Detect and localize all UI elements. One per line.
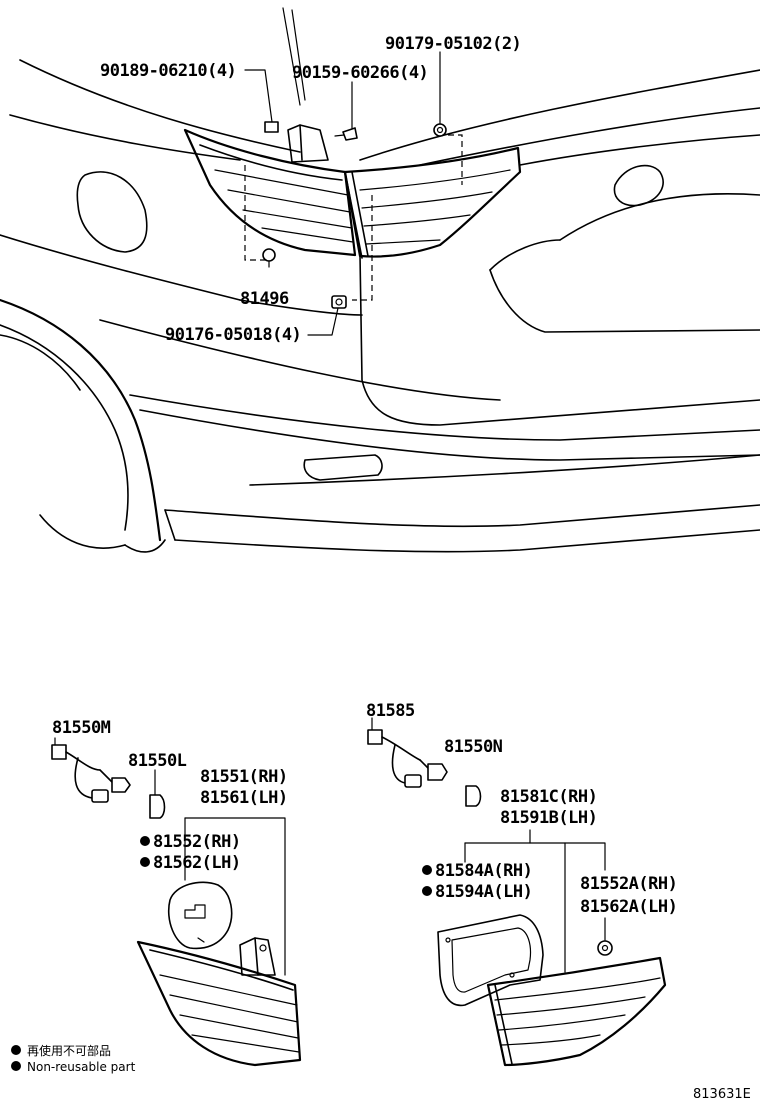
bulb-81550L-icon	[149, 769, 166, 819]
non-reusable-bullet-icon	[11, 1045, 21, 1055]
bulb-81550N-icon	[465, 785, 482, 807]
grommet-81552A-icon	[597, 940, 613, 956]
socket-icon	[111, 777, 131, 793]
tail-lamp-81551-icon	[136, 937, 302, 1067]
label-81551: 81551(RH)	[200, 767, 288, 787]
label-81550M: 81550M	[52, 718, 111, 738]
label-81562A: 81562A(LH)	[580, 897, 677, 917]
connector-icon	[51, 744, 67, 760]
leader-lines-top	[244, 51, 441, 336]
label-90179: 90179-05102(2)	[385, 34, 521, 54]
wire-harness-81550M	[51, 737, 131, 803]
installed-tail-light-left	[183, 124, 357, 257]
installed-tail-light-right	[343, 146, 522, 259]
label-81584A: 81584A(RH)	[435, 861, 532, 881]
label-90176: 90176-05018(4)	[165, 325, 301, 345]
label-81552: 81552(RH)	[153, 832, 241, 852]
drawing-code: 813631E	[693, 1087, 751, 1102]
nut-90176-icon	[331, 295, 347, 309]
connector-icon	[367, 729, 383, 745]
nut-90189-icon	[264, 121, 279, 133]
label-81581C: 81581C(RH)	[500, 787, 597, 807]
connector-icon	[91, 789, 109, 803]
label-81552A: 81552A(RH)	[580, 874, 677, 894]
non-reusable-bullet-icon	[140, 857, 150, 867]
tail-lamp-81581C-icon	[486, 956, 667, 1067]
connector-icon	[404, 774, 422, 788]
non-reusable-bullet-icon	[11, 1061, 21, 1071]
label-81585: 81585	[366, 701, 415, 721]
nut-90179-icon	[433, 123, 447, 137]
label-81496: 81496	[240, 289, 289, 309]
car-rear-body	[0, 7, 760, 553]
wire-harness-81585	[367, 717, 448, 788]
legend-en: Non-reusable part	[27, 1060, 136, 1074]
label-81550N: 81550N	[444, 737, 503, 757]
leader-bracket	[464, 842, 606, 871]
label-90189: 90189-06210(4)	[100, 61, 236, 81]
label-81591B: 81591B(LH)	[500, 808, 597, 828]
label-81561: 81561(LH)	[200, 788, 288, 808]
gasket-81584A-icon	[437, 914, 544, 1007]
non-reusable-bullet-icon	[422, 886, 432, 896]
legend: 再使用不可部品 Non-reusable part	[11, 1043, 136, 1074]
clip-81496-icon	[262, 248, 276, 268]
socket-icon	[427, 763, 448, 781]
legend-jp: 再使用不可部品	[27, 1043, 111, 1058]
gasket-81552-icon	[168, 881, 233, 950]
label-81562: 81562(LH)	[153, 853, 241, 873]
label-81550L: 81550L	[128, 751, 187, 771]
fasteners	[262, 121, 447, 309]
screw-90159-icon	[334, 127, 358, 141]
non-reusable-bullet-icon	[422, 865, 432, 875]
leader-bracket	[184, 817, 286, 976]
label-81594A: 81594A(LH)	[435, 882, 532, 902]
non-reusable-bullet-icon	[140, 836, 150, 846]
locator-dashes	[244, 134, 463, 301]
label-90159: 90159-60266(4)	[292, 63, 428, 83]
